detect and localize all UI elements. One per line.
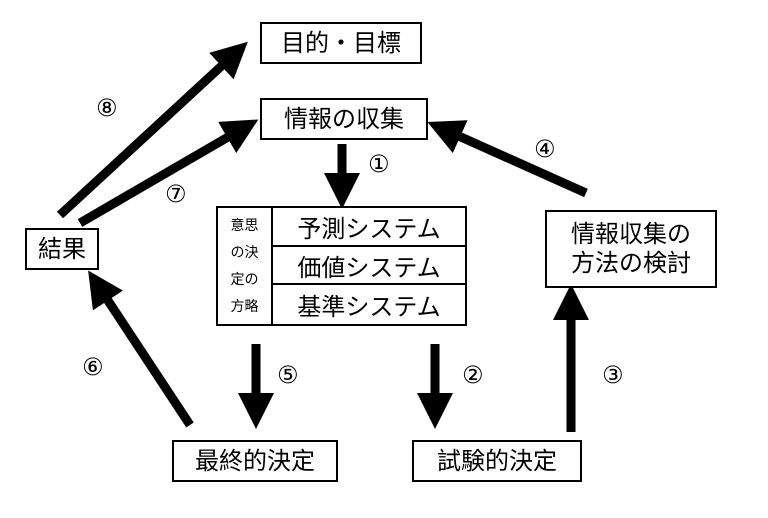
decision-strategy-box: 意思 の決 定の 方略 予測システム 価値システム 基準システム bbox=[216, 206, 467, 326]
criterion-system-cell: 基準システム bbox=[271, 285, 465, 324]
arrow-4-review-to-info bbox=[427, 120, 588, 198]
result-box: 結果 bbox=[25, 228, 99, 270]
trial-decision-box: 試験的決定 bbox=[412, 440, 582, 482]
decision-label-line-2: の決 bbox=[230, 244, 259, 261]
goal-box: 目的・目標 bbox=[260, 22, 422, 64]
step-number-7: ⑦ bbox=[165, 180, 187, 208]
decision-label-line-3: 定の bbox=[230, 271, 259, 288]
value-system-cell: 価値システム bbox=[271, 247, 465, 285]
step-number-4: ④ bbox=[534, 135, 556, 163]
step-number-6: ⑥ bbox=[82, 353, 104, 381]
review-method-line-2: 方法の検討 bbox=[571, 249, 691, 277]
prediction-system-cell: 予測システム bbox=[271, 208, 465, 247]
review-method-box: 情報収集の 方法の検討 bbox=[545, 210, 717, 288]
step-number-3: ③ bbox=[602, 361, 624, 389]
step-number-8: ⑧ bbox=[96, 94, 118, 122]
decision-label-line-1: 意思 bbox=[230, 217, 259, 234]
final-decision-box: 最終的決定 bbox=[172, 440, 338, 482]
step-number-2: ② bbox=[462, 361, 484, 389]
arrow-7-result-to-info bbox=[77, 119, 259, 227]
decision-label-line-4: 方略 bbox=[230, 298, 259, 315]
step-number-1: ① bbox=[368, 150, 390, 178]
decision-strategy-label: 意思 の決 定の 方略 bbox=[218, 208, 271, 324]
info-collect-box: 情報の収集 bbox=[260, 98, 428, 140]
review-method-line-1: 情報収集の bbox=[571, 220, 691, 249]
arrow-8-result-to-goal bbox=[56, 41, 248, 219]
arrow-6-final-to-result bbox=[88, 270, 194, 428]
step-number-5: ⑤ bbox=[277, 361, 299, 389]
